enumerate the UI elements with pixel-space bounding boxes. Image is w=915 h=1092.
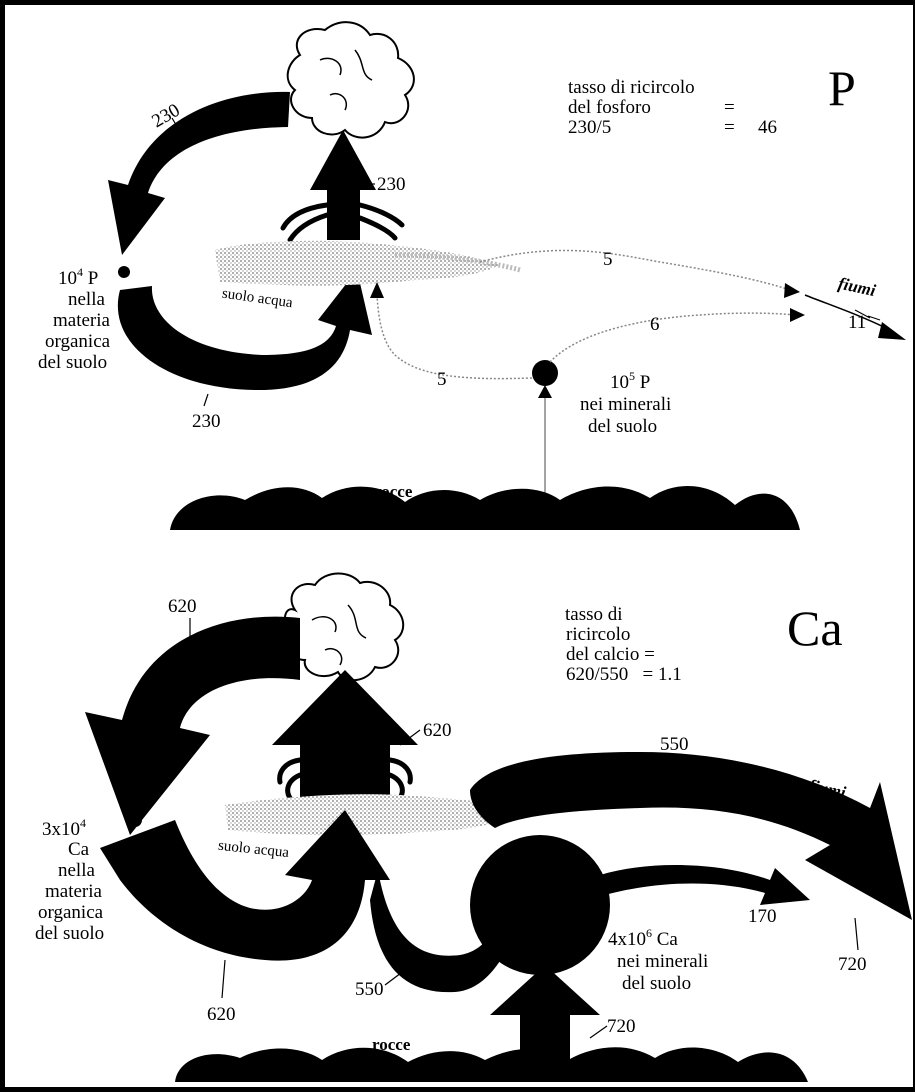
p-uptake-arrow (310, 130, 376, 240)
p-organic-pool-dot (118, 266, 130, 278)
p-flow-uptake: 230 (377, 174, 406, 195)
p-rate-value: 46 (758, 117, 777, 138)
ca-flow-weather: 720 (607, 1016, 636, 1037)
p-rate-expr: 230/5 (568, 117, 611, 138)
ca-rate-line2: ricircolo (566, 624, 630, 645)
ca-organic-pool-label4: materia (45, 881, 103, 902)
p-rivers: fiumi (837, 274, 878, 300)
p-leach-line (480, 250, 790, 290)
p-rocks (170, 486, 800, 530)
ca-flow-uptake: 620 (423, 720, 452, 741)
p-organic-pool-label5: del suolo (38, 352, 107, 373)
ca-organic-pool-label5: organica (38, 902, 104, 923)
p-rocks-label: rocce (374, 482, 413, 501)
ca-organic-pool-dot (128, 813, 142, 827)
p-symbol: P (828, 60, 856, 116)
p-rate-eq1: = (724, 97, 735, 118)
ca-rate-line3: del calcio = (566, 644, 655, 665)
ca-organic-pool-label6: del suolo (35, 923, 104, 944)
p-organic-pool-label4: organica (45, 331, 111, 352)
p-rate-line1: tasso di ricircolo (568, 77, 695, 98)
p-flow-river-total: 11 (848, 312, 866, 333)
diagram-canvas: P tasso di ricircolo del fosforo = 230/5… (5, 5, 913, 1087)
nutrient-cycle-diagram: P tasso di ricircolo del fosforo = 230/5… (5, 5, 913, 1087)
ca-mineral-pool-label2: nei minerali (617, 951, 708, 972)
p-flow-weather: 5 (437, 369, 447, 390)
ca-mineral-pool-label3: del suolo (622, 973, 691, 994)
p-organic-pool-label3: materia (53, 310, 111, 331)
p-weathering-to-water (377, 295, 532, 379)
p-organic-pool-label1: 104 P (58, 265, 98, 289)
ca-flow-return: 620 (207, 1004, 236, 1025)
ca-rate-line1: tasso di (565, 604, 623, 625)
ca-mineral-pool (470, 835, 610, 975)
calcium-panel: Ca tasso di ricircolo del calcio = 620/5… (35, 573, 912, 1082)
p-mineral-pool-label3: del suolo (588, 416, 657, 437)
ca-flow-leach: 550 (660, 734, 689, 755)
ca-flow-weather-in: 550 (355, 979, 384, 1000)
ca-symbol: Ca (787, 600, 843, 656)
ca-rocks (175, 1047, 808, 1082)
p-rate-line2: del fosforo (568, 97, 651, 118)
ca-tree-canopy (285, 573, 403, 680)
ca-mineral-river-arrow (600, 865, 810, 905)
ca-rock-weathering-arrow (490, 965, 600, 1060)
ca-flow-mineral-river: 170 (748, 906, 777, 927)
p-mineral-river-line (550, 313, 795, 362)
ca-organic-pool-label1: 3x104 (42, 816, 86, 840)
phosphorus-panel: P tasso di ricircolo del fosforo = 230/5… (38, 22, 906, 530)
p-rate-eq2: = (724, 117, 735, 138)
p-mineral-pool-label1: 105 P (610, 369, 650, 393)
ca-flow-litter: 620 (168, 596, 197, 617)
ca-rocks-label: rocce (372, 1035, 411, 1054)
ca-organic-pool-label2: Ca (68, 839, 90, 860)
p-soil-water-label: suolo acqua (221, 286, 294, 312)
ca-soil-water-label: suolo acqua (217, 838, 290, 861)
p-tree-canopy (288, 22, 414, 137)
p-flow-leach: 5 (603, 249, 613, 270)
p-flow-mineral: 230 (192, 411, 221, 432)
p-soil-water-band (215, 241, 500, 286)
p-mineral-pool-label2: nei minerali (580, 394, 671, 415)
p-organic-pool-label2: nella (68, 289, 105, 310)
ca-mineralization-arrow (100, 810, 390, 961)
p-mineral-pool-dot (532, 360, 558, 386)
ca-mineral-pool-label1: 4x106 Ca (608, 926, 678, 950)
ca-organic-pool-label3: nella (58, 860, 95, 881)
p-flow-mineral-river: 6 (650, 314, 660, 335)
ca-rate-line4: 620/550 = 1.1 (566, 664, 682, 685)
ca-flow-river-total: 720 (838, 954, 867, 975)
p-litter-arrow (108, 92, 290, 255)
